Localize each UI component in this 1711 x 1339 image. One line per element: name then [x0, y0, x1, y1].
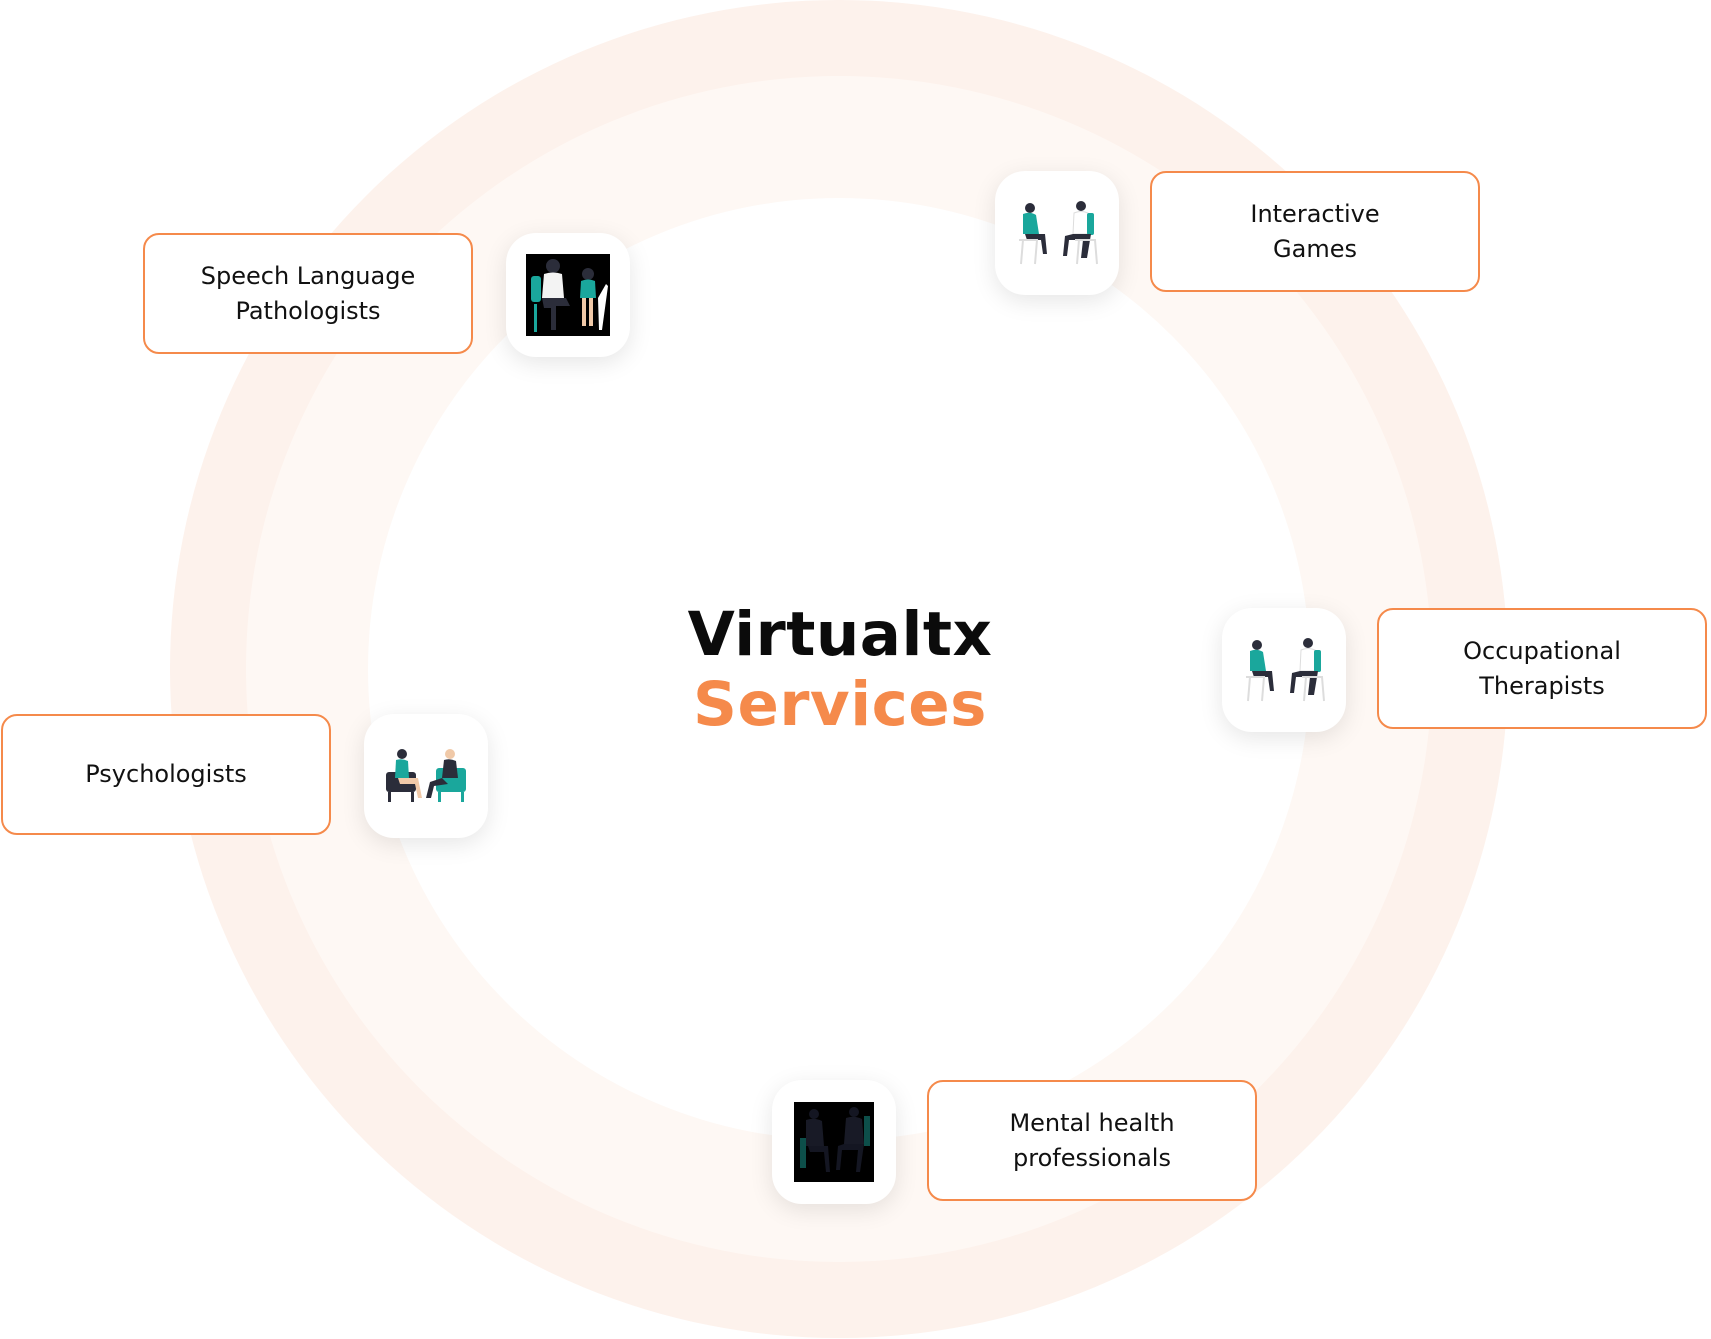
service-icon-card-mhp[interactable]: [772, 1080, 896, 1204]
service-label-games[interactable]: Interactive Games: [1150, 171, 1480, 292]
center-title: Virtualtx Services: [640, 600, 1040, 740]
service-label-psych[interactable]: Psychologists: [1, 714, 331, 835]
two-people-seated-icon: [1019, 201, 1098, 265]
service-icon-card-slp[interactable]: [506, 233, 630, 357]
service-label-ot[interactable]: Occupational Therapists: [1377, 608, 1707, 729]
service-label-text: Psychologists: [85, 760, 247, 788]
service-icon-card-games[interactable]: [995, 171, 1119, 295]
service-label-mhp[interactable]: Mental health professionals: [927, 1080, 1257, 1201]
dark-session-icon: [794, 1102, 874, 1182]
service-label-text: Interactive Games: [1250, 199, 1380, 263]
service-label-text: Speech Language Pathologists: [200, 261, 416, 325]
service-label-slp[interactable]: Speech Language Pathologists: [143, 233, 473, 354]
counseling-session-icon: [386, 749, 466, 802]
title-line-2: Services: [693, 669, 987, 740]
service-icon-card-ot[interactable]: [1222, 608, 1346, 732]
service-label-text: Occupational Therapists: [1463, 636, 1621, 700]
service-icon-card-psych[interactable]: [364, 714, 488, 838]
service-label-text: Mental health professionals: [1009, 1108, 1175, 1172]
title-line-1: Virtualtx: [687, 599, 993, 670]
therapist-with-child-icon: [526, 254, 610, 336]
two-people-seated-icon: [1246, 638, 1325, 702]
